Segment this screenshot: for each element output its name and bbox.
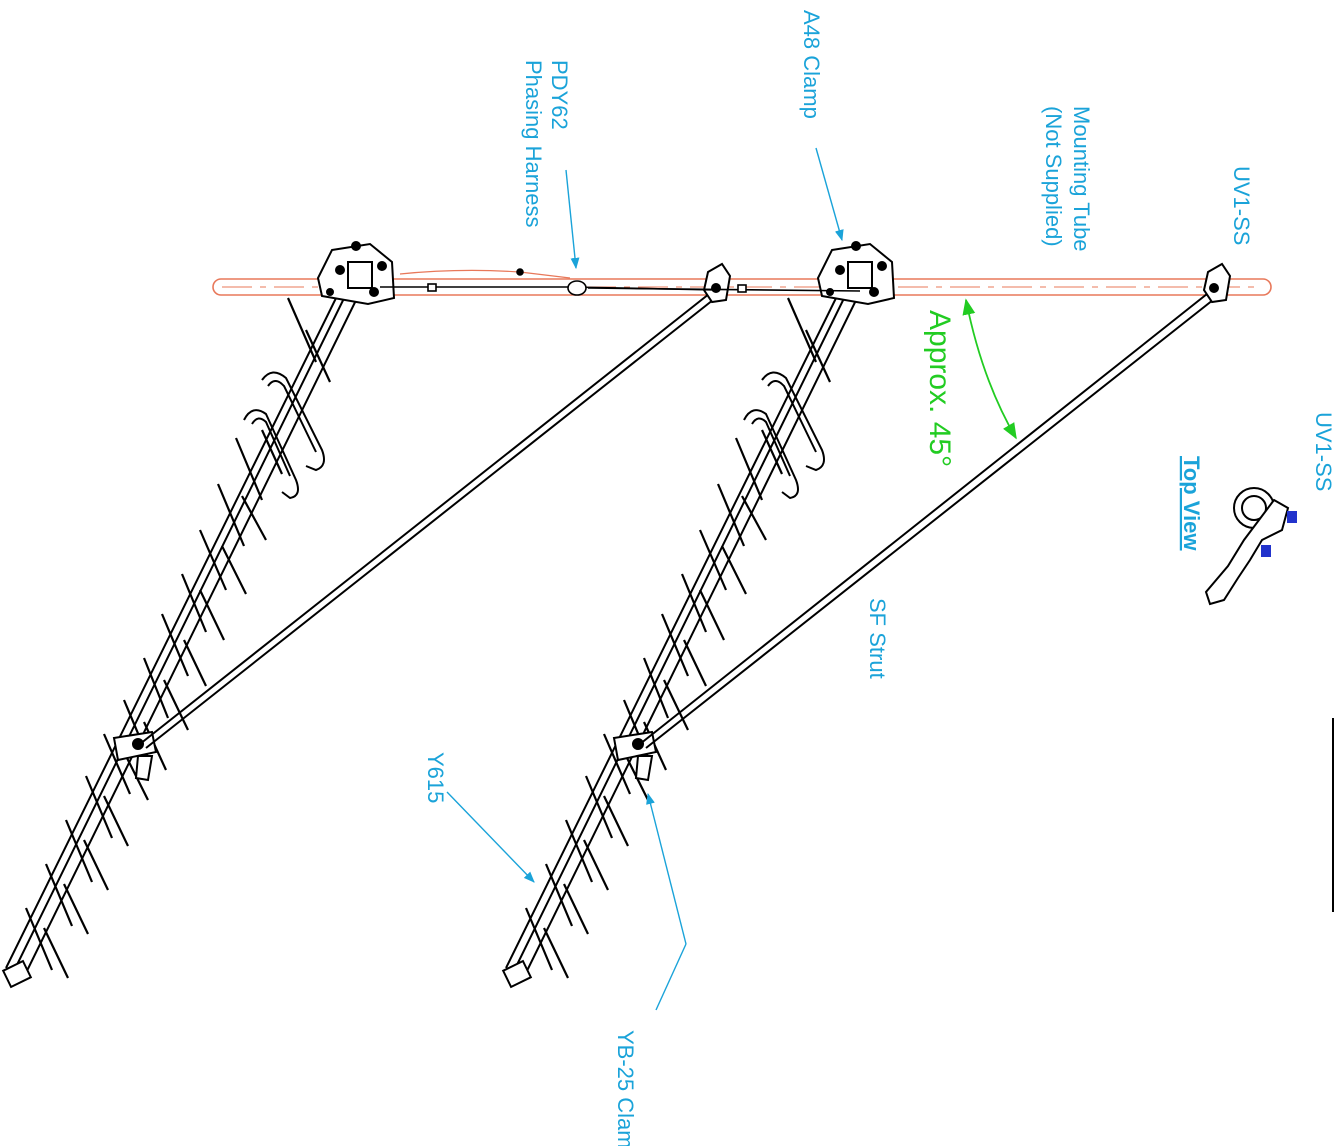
a48-clamp-right (816, 241, 896, 306)
label-angle: Approx. 45° (923, 310, 956, 467)
label-sf-strut: SF Strut (865, 598, 890, 679)
label-phasing-harness: Phasing Harness (521, 60, 546, 228)
angle-arc (962, 298, 1017, 440)
yagi-antenna-right (501, 241, 1232, 989)
label-uv1-ss: UV1-SS (1229, 166, 1254, 245)
uv1-ss-mount-right (1202, 262, 1232, 304)
folded-dipole (243, 371, 325, 500)
uv1-ss-top-view-icon (1204, 487, 1297, 606)
label-top-view: Top View (1179, 456, 1204, 551)
label-pdy62: PDY62 (547, 60, 572, 130)
leader-lines (446, 147, 844, 1011)
label-yb25-clamp: YB-25 Clamp (613, 1030, 638, 1146)
label-mounting-tube: Mounting Tube (1069, 106, 1094, 252)
label-a48-clamp: A48 Clamp (799, 10, 824, 119)
sf-strut-left (139, 289, 719, 749)
yagi-elements (524, 297, 831, 979)
yagi-antenna-left (1, 241, 732, 989)
label-y615: Y615 (423, 752, 448, 803)
a48-clamp-left (316, 241, 396, 306)
labels: PDY62 Phasing Harness A48 Clamp Mounting… (423, 10, 1336, 1146)
folded-dipole (743, 371, 825, 500)
uv1-ss-mount-left (702, 262, 732, 304)
label-not-supplied: (Not Supplied) (1041, 106, 1066, 247)
phasing-harness (380, 268, 861, 296)
sf-strut-right (639, 289, 1219, 749)
label-uv1-ss-detail: UV1-SS (1311, 412, 1336, 491)
yagi-elements (24, 297, 331, 979)
